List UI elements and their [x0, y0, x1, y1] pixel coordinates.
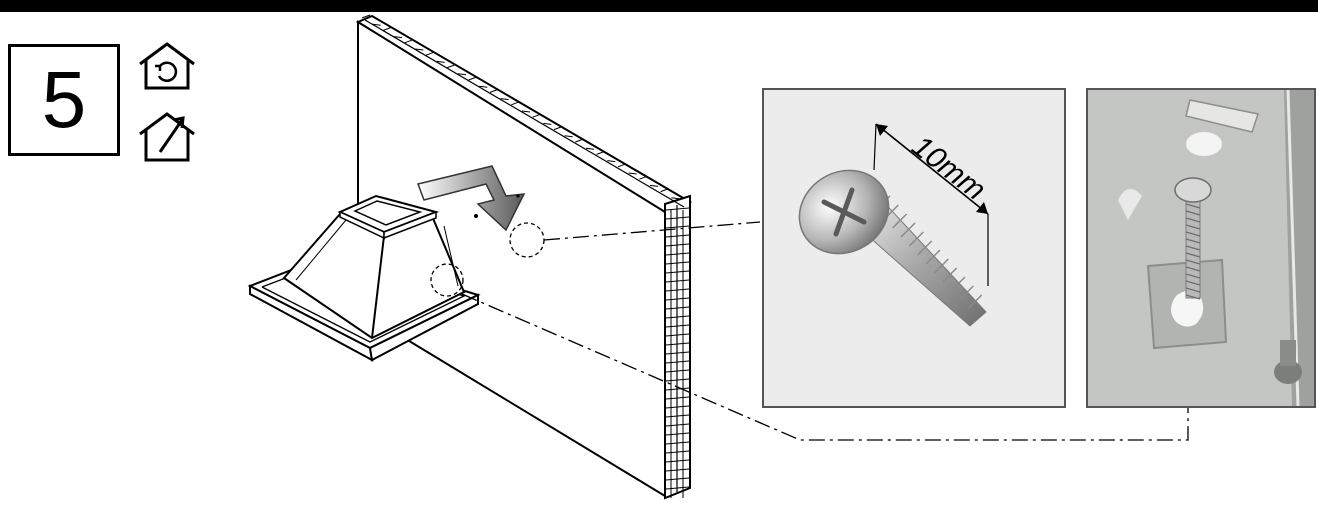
house-extraction-icon — [139, 112, 195, 162]
keyhole-slot — [1171, 291, 1204, 327]
wall-and-hood-drawing — [247, 14, 693, 500]
step-number-box: 5 — [8, 44, 120, 156]
hood-callout-circle — [430, 263, 464, 297]
house-recirculation-icon — [139, 42, 195, 90]
top-rule — [0, 0, 1318, 12]
screw-photo: 10mm — [762, 88, 1066, 408]
step-number: 5 — [41, 55, 87, 144]
mount-direction-arrow — [417, 165, 526, 232]
screw-length-label: 10mm — [906, 130, 992, 207]
hood-body — [282, 212, 466, 340]
bracket-photo — [1086, 88, 1316, 408]
fitted-screw-head — [1174, 177, 1212, 203]
